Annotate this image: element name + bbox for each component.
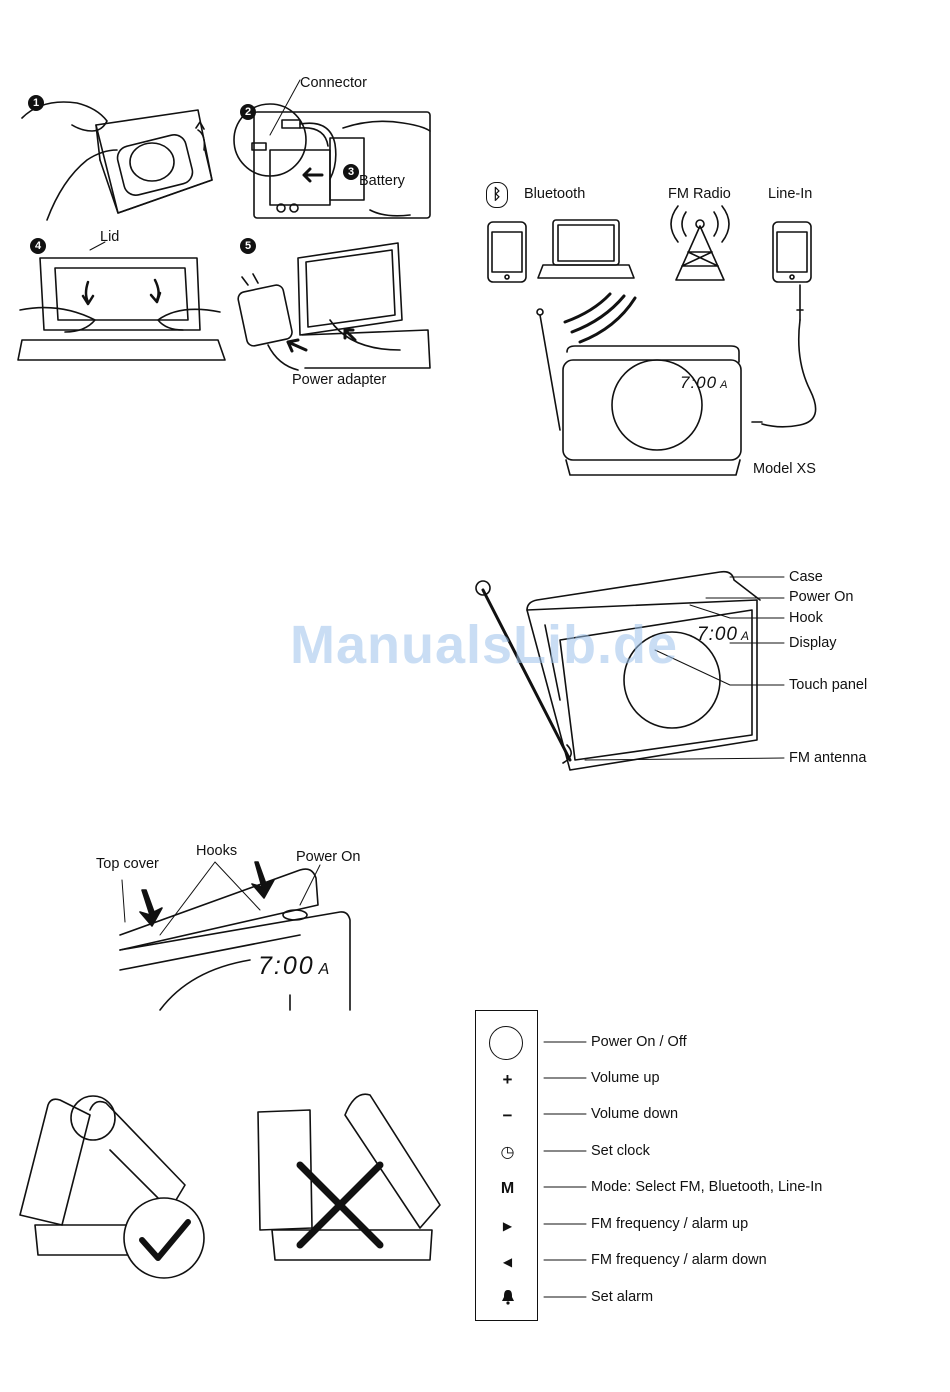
fm-radio-label: FM Radio [668, 186, 731, 202]
minus-icon: − [502, 1106, 513, 1125]
power-on-label: Power On [789, 589, 854, 605]
step5-illustration [237, 242, 431, 371]
play-right-icon: ▶ [502, 1219, 513, 1233]
cover-power-on-label: Power On [296, 849, 361, 865]
mode-m-icon: M [500, 1180, 515, 1197]
step-3-badge: 3 [343, 164, 359, 180]
fm-up-label: FM frequency / alarm up [591, 1216, 749, 1232]
step-1-badge: 1 [28, 95, 44, 111]
lid-label: Lid [100, 229, 120, 245]
control-leader-lines [543, 1041, 587, 1298]
control-panel: + − ◷ M ▶ ◀ [475, 1010, 538, 1321]
mode-label: Mode: Select FM, Bluetooth, Line-In [591, 1179, 823, 1195]
play-left-icon: ◀ [502, 1255, 513, 1269]
correct-assembly-illustration [19, 1095, 205, 1279]
plus-icon: + [502, 1070, 513, 1089]
step-5-badge: 5 [240, 238, 256, 254]
clock-icon: ◷ [500, 1144, 515, 1161]
step2-illustration [233, 79, 431, 219]
set-alarm-label: Set alarm [591, 1289, 654, 1305]
battery-label: Battery [359, 173, 405, 189]
fm-down-label: FM frequency / alarm down [591, 1252, 767, 1268]
volume-up-label: Volume up [591, 1070, 660, 1086]
line-in-label: Line-In [768, 186, 813, 202]
model-xs-illustration [536, 308, 742, 476]
model-xs-label: Model XS [753, 461, 816, 477]
case-label: Case [789, 569, 823, 585]
incorrect-assembly-illustration [257, 1093, 441, 1261]
power-adapter-label: Power adapter [292, 372, 387, 388]
step1-illustration [21, 101, 213, 221]
volume-down-label: Volume down [591, 1106, 679, 1122]
step-2-badge: 2 [240, 104, 256, 120]
device-parts-illustration [475, 570, 785, 771]
sources-illustration [487, 205, 817, 428]
power-circle-icon [489, 1026, 523, 1060]
touch-panel-label: Touch panel [789, 677, 868, 693]
bluetooth-icon: ᛒ [486, 182, 508, 208]
fm-antenna-label: FM antenna [789, 750, 867, 766]
display-label: Display [789, 635, 837, 651]
hooks-label: Hooks [196, 843, 238, 859]
step-4-badge: 4 [30, 238, 46, 254]
bluetooth-label: Bluetooth [524, 186, 586, 202]
watermark: ManualsLib.de [290, 615, 679, 675]
top-cover-illustration [119, 861, 351, 1011]
connector-label: Connector [300, 75, 367, 91]
power-on-off-label: Power On / Off [591, 1034, 687, 1050]
bell-icon [476, 1289, 539, 1310]
step4-illustration [17, 241, 226, 361]
top-cover-label: Top cover [96, 856, 159, 872]
hook-label: Hook [789, 610, 823, 626]
set-clock-label: Set clock [591, 1143, 650, 1159]
